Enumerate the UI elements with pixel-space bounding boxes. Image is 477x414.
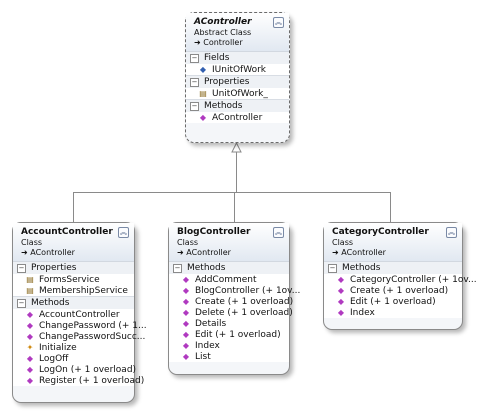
- property-icon: ▤: [26, 275, 34, 284]
- member-item[interactable]: ◆List: [182, 352, 211, 362]
- class-name: BlogController: [177, 227, 251, 237]
- class-body: −Methods ◆AddComment ◆BlogController (+ …: [169, 262, 301, 362]
- member-item[interactable]: ◆LogOff: [26, 354, 69, 364]
- method-icon: ◆: [182, 319, 190, 328]
- method-icon: ◆: [337, 286, 345, 295]
- member-item[interactable]: ◆Register (+ 1 overload): [26, 376, 145, 386]
- member-item[interactable]: ◆Edit (+ 1 overload): [337, 297, 436, 307]
- method-icon: ◆: [26, 332, 34, 341]
- method-icon: ◆: [26, 354, 34, 363]
- method-icon: ◆: [182, 297, 190, 306]
- member-item[interactable]: ◆ChangePassword (+ 1...: [26, 321, 147, 331]
- class-name: AccountController: [21, 227, 113, 237]
- member-item[interactable]: ◆AccountController: [26, 310, 120, 320]
- member-item[interactable]: ✦Initialize: [26, 343, 77, 353]
- member-item[interactable]: ◆Create (+ 1 overload): [337, 286, 449, 296]
- collapse-chevron-icon[interactable]: ︽: [273, 227, 284, 238]
- class-box-categorycontroller[interactable]: CategoryController Class ➜ AController ︽…: [323, 222, 477, 330]
- class-body: −Properties ▤FormsService ▤MembershipSer…: [13, 262, 147, 386]
- class-header: AccountController Class ➜ AController ︽: [13, 223, 134, 262]
- member-item[interactable]: ◆CategoryController (+ 1ov...: [337, 275, 477, 285]
- collapse-minus-icon[interactable]: −: [17, 299, 26, 308]
- section-methods[interactable]: −Methods: [169, 262, 289, 274]
- method-icon: ◆: [337, 308, 345, 317]
- inherits-arrow-icon: ➜: [332, 248, 339, 257]
- class-kind: Class: [177, 238, 199, 247]
- section-properties[interactable]: −Properties: [186, 75, 289, 88]
- class-kind: Class: [21, 238, 43, 247]
- property-icon: ▤: [199, 89, 207, 98]
- member-item[interactable]: ▤UnitOfWork_: [199, 89, 268, 99]
- property-icon: ▤: [26, 286, 34, 295]
- class-body: −Fields ◆IUnitOfWork −Properties ▤UnitOf…: [186, 52, 289, 123]
- inherits-arrow-icon: ➜: [177, 248, 184, 257]
- inherits-arrow-icon: ➜: [21, 248, 28, 257]
- class-body: −Methods ◆CategoryController (+ 1ov... ◆…: [324, 262, 477, 318]
- section-methods[interactable]: −Methods: [13, 296, 134, 309]
- field-icon: ◆: [199, 65, 207, 74]
- collapse-minus-icon[interactable]: −: [173, 264, 182, 273]
- section-properties[interactable]: −Properties: [13, 262, 134, 274]
- collapse-minus-icon[interactable]: −: [328, 264, 337, 273]
- inherits-arrow-icon: ➜: [194, 38, 201, 47]
- class-box-acontroller[interactable]: AController Abstract Class ➜ Controller …: [185, 12, 290, 143]
- inheritance-arrowhead: [231, 141, 242, 153]
- collapse-minus-icon[interactable]: −: [190, 102, 199, 111]
- method-icon: ◆: [26, 310, 34, 319]
- collapse-chevron-icon[interactable]: ︽: [446, 227, 457, 238]
- method-icon: ◆: [182, 341, 190, 350]
- class-box-blogcontroller[interactable]: BlogController Class ➜ AController ︽ −Me…: [168, 222, 301, 375]
- collapse-chevron-icon[interactable]: ︽: [118, 227, 129, 238]
- member-item[interactable]: ◆Index: [337, 308, 375, 318]
- class-header: BlogController Class ➜ AController ︽: [169, 223, 289, 262]
- base-class: ➜ AController: [332, 248, 386, 257]
- method-icon: ◆: [182, 286, 190, 295]
- base-class: ➜ AController: [177, 248, 231, 257]
- protected-method-icon: ✦: [26, 343, 34, 352]
- class-header: AController Abstract Class ➜ Controller …: [186, 13, 289, 52]
- member-item[interactable]: ◆Index: [182, 341, 220, 351]
- class-header: CategoryController Class ➜ AController ︽: [324, 223, 462, 262]
- method-icon: ◆: [182, 330, 190, 339]
- method-icon: ◆: [26, 376, 34, 385]
- method-icon: ◆: [26, 321, 34, 330]
- member-item[interactable]: ◆LogOn (+ 1 overload): [26, 365, 137, 375]
- member-item[interactable]: ◆Details: [182, 319, 227, 329]
- base-class: ➜ AController: [21, 248, 75, 257]
- method-icon: ◆: [182, 352, 190, 361]
- class-kind: Class: [332, 238, 354, 247]
- method-icon: ◆: [182, 308, 190, 317]
- class-name: CategoryController: [332, 227, 429, 237]
- method-icon: ◆: [337, 297, 345, 306]
- method-icon: ◆: [199, 113, 207, 122]
- member-item[interactable]: ◆AddComment: [182, 275, 257, 285]
- class-box-accountcontroller[interactable]: AccountController Class ➜ AController ︽ …: [12, 222, 147, 403]
- member-item[interactable]: ◆Delete (+ 1 overload): [182, 308, 293, 318]
- member-item[interactable]: ◆AController: [199, 113, 263, 123]
- class-name: AController: [194, 17, 252, 27]
- member-item[interactable]: ◆BlogController (+ 1ov...: [182, 286, 301, 296]
- section-methods[interactable]: −Methods: [324, 262, 462, 274]
- member-item[interactable]: ◆Edit (+ 1 overload): [182, 330, 281, 340]
- collapse-chevron-icon[interactable]: ︽: [273, 17, 284, 28]
- member-item[interactable]: ▤FormsService: [26, 275, 100, 285]
- method-icon: ◆: [26, 365, 34, 374]
- method-icon: ◆: [182, 275, 190, 284]
- section-fields[interactable]: −Fields: [186, 52, 289, 64]
- section-methods[interactable]: −Methods: [186, 99, 289, 112]
- member-item[interactable]: ▤MembershipService: [26, 286, 128, 296]
- collapse-minus-icon[interactable]: −: [190, 78, 199, 87]
- member-item[interactable]: ◆ChangePasswordSucc...: [26, 332, 146, 342]
- collapse-minus-icon[interactable]: −: [190, 54, 199, 63]
- base-class: ➜ Controller: [194, 38, 243, 47]
- member-item[interactable]: ◆Create (+ 1 overload): [182, 297, 294, 307]
- collapse-minus-icon[interactable]: −: [17, 264, 26, 273]
- class-kind: Abstract Class: [194, 28, 252, 37]
- member-item[interactable]: ◆IUnitOfWork: [199, 65, 267, 75]
- method-icon: ◆: [337, 275, 345, 284]
